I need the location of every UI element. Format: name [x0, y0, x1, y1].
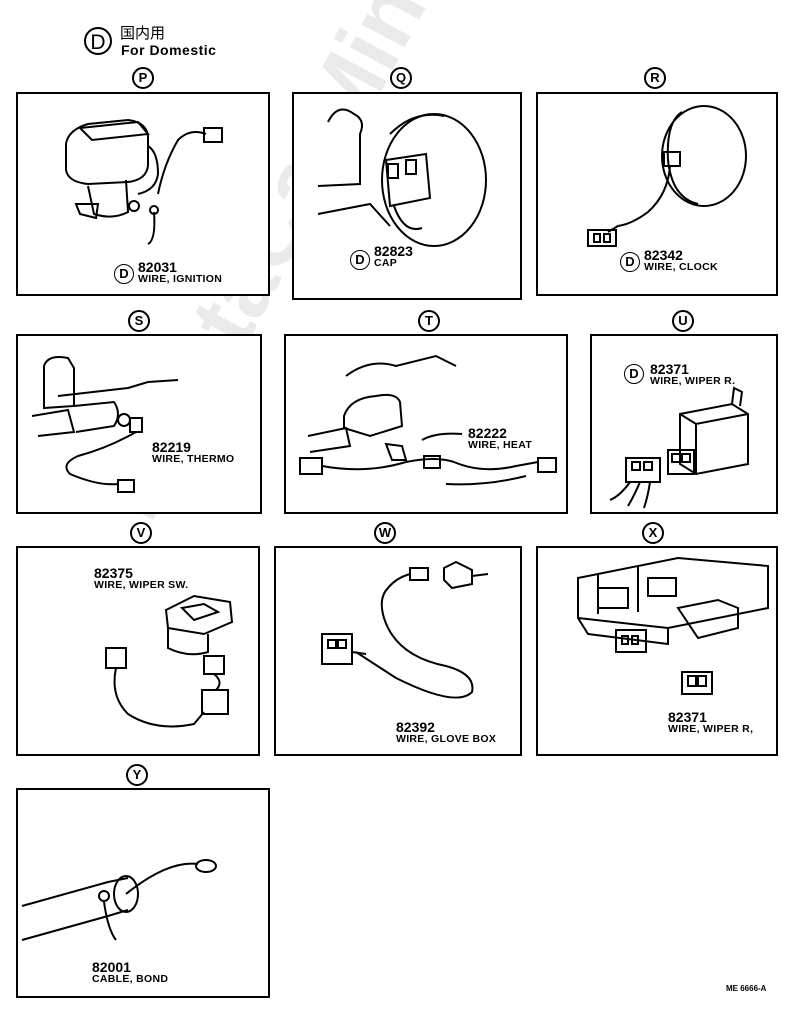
part-name: CABLE, BOND — [92, 973, 169, 985]
part-name: WIRE, GLOVE BOX — [396, 733, 497, 745]
panel-x-wiper-relay-wire: 82371 WIRE, WIPER R, — [536, 546, 778, 756]
part-label-x: 82371 WIRE, WIPER R, — [668, 710, 753, 735]
legend-japanese: 国内用 — [120, 25, 166, 42]
panel-letter-p: P — [132, 67, 154, 89]
panel-v-wiper-switch-wire: 82375 WIRE, WIPER SW. — [16, 546, 260, 756]
part-name: WIRE, CLOCK — [644, 261, 718, 273]
part-label-s: 82219 WIRE, THERMO — [152, 440, 234, 465]
relay-block-drawing — [577, 556, 769, 695]
part-name: WIRE, WIPER R. — [650, 375, 736, 387]
glove-box-lamp-drawing — [321, 560, 489, 699]
thermo-sensor-drawing — [31, 356, 179, 493]
panel-q-cap: D 82823 CAP — [292, 92, 522, 300]
panel-p-ignition-wire: D 82031 WIRE, IGNITION — [16, 92, 270, 296]
part-name: WIRE, WIPER R, — [668, 723, 754, 735]
legend-english: For Domestic — [121, 42, 217, 58]
panel-letter-v: V — [130, 522, 152, 544]
drawing-code: ME 6666-A — [726, 984, 767, 993]
domestic-legend: D 国内用 For Domestic — [84, 22, 284, 62]
heater-wire-drawing — [299, 354, 557, 486]
panel-w-glove-box-wire: 82392 WIRE, GLOVE BOX — [274, 546, 522, 756]
part-name: WIRE, HEAT — [468, 439, 533, 451]
part-number: 82371 — [650, 361, 689, 377]
ignition-coil-drawing — [65, 118, 223, 245]
part-label-q: 82823 CAP — [374, 244, 413, 269]
part-number: 82392 — [396, 719, 435, 735]
panel-letter-x: X — [642, 522, 664, 544]
domestic-mark-p: D — [114, 264, 134, 284]
part-label-p: 82031 WIRE, IGNITION — [138, 260, 222, 285]
panel-letter-q: Q — [390, 67, 412, 89]
part-label-w: 82392 WIRE, GLOVE BOX — [396, 720, 496, 745]
panel-y-bond-cable: 82001 CABLE, BOND — [16, 788, 270, 998]
part-name: WIRE, THERMO — [152, 453, 235, 465]
part-number: 82222 — [468, 425, 507, 441]
panel-letter-r: R — [644, 67, 666, 89]
panel-u-wiper-relay-wire: D 82371 WIRE, WIPER R. — [590, 334, 778, 514]
part-label-r: 82342 WIRE, CLOCK — [644, 248, 718, 273]
domestic-mark-r: D — [620, 252, 640, 272]
part-number: 82219 — [152, 439, 191, 455]
wiper-relay-drawing — [609, 386, 749, 509]
panel-letter-u: U — [672, 310, 694, 332]
part-label-u: 82371 WIRE, WIPER R. — [650, 362, 735, 387]
panel-letter-t: T — [418, 310, 440, 332]
part-name: WIRE, IGNITION — [138, 273, 223, 285]
part-number: 82001 — [92, 959, 131, 975]
domestic-mark: D — [84, 27, 112, 55]
gauge-cap-drawing — [317, 108, 487, 247]
part-name: CAP — [374, 257, 398, 269]
part-label-v: 82375 WIRE, WIPER SW. — [94, 566, 188, 591]
part-label-y: 82001 CABLE, BOND — [92, 960, 168, 985]
panel-letter-w: W — [374, 522, 396, 544]
clock-drawing — [587, 105, 747, 247]
part-number: 82375 — [94, 565, 133, 581]
part-number: 82371 — [668, 709, 707, 725]
panel-letter-s: S — [128, 310, 150, 332]
part-label-t: 82222 WIRE, HEAT — [468, 426, 532, 451]
bond-cable-drawing — [21, 859, 217, 941]
part-number: 82031 — [138, 259, 177, 275]
wiper-switch-drawing — [105, 594, 234, 728]
part-number: 82823 — [374, 243, 413, 259]
panel-s-thermo-wire: 82219 WIRE, THERMO — [16, 334, 262, 514]
domestic-mark-u: D — [624, 364, 644, 384]
panel-r-clock-wire: D 82342 WIRE, CLOCK — [536, 92, 778, 296]
panel-t-heat-wire: 82222 WIRE, HEAT — [284, 334, 568, 514]
part-number: 82342 — [644, 247, 683, 263]
part-name: WIRE, WIPER SW. — [94, 579, 189, 591]
panel-letter-y: Y — [126, 764, 148, 786]
domestic-mark-q: D — [350, 250, 370, 270]
